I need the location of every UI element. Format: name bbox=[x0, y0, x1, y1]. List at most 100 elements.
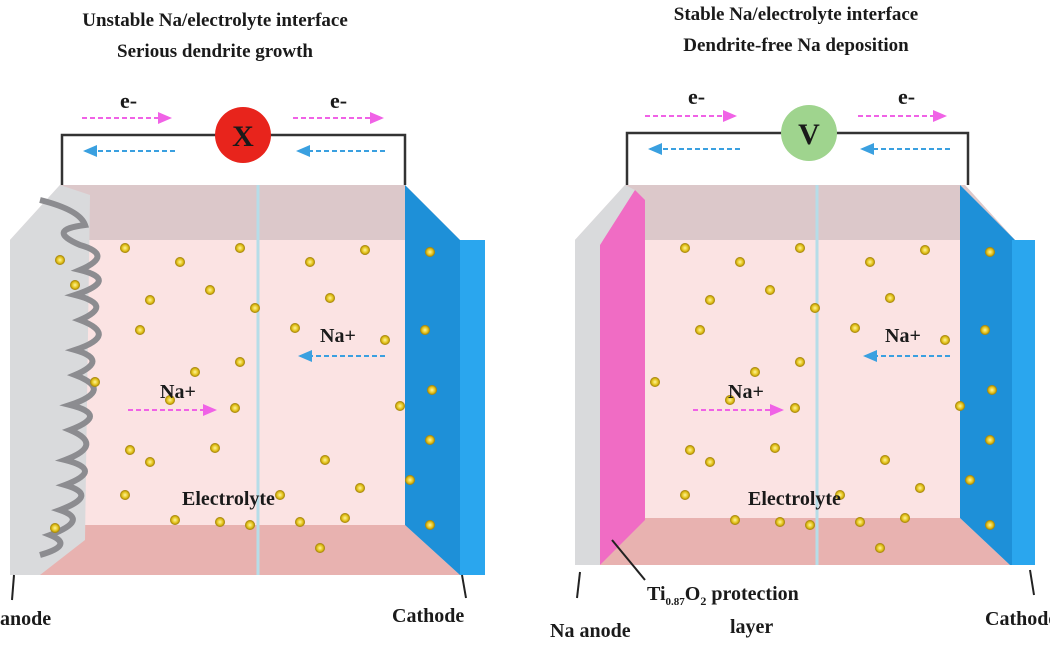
na-ion-dot bbox=[790, 403, 800, 413]
ion-label-left: Na+ bbox=[160, 381, 196, 403]
na-ions bbox=[50, 243, 437, 553]
na-ion-dot bbox=[850, 323, 860, 333]
na-ion-dot bbox=[355, 483, 365, 493]
na-ion-dot bbox=[880, 455, 890, 465]
anode-label: Na anode bbox=[550, 620, 631, 642]
na-ion-dot bbox=[985, 520, 995, 530]
na-ion-dot bbox=[305, 257, 315, 267]
na-ion-dot bbox=[190, 367, 200, 377]
na-ion-dot bbox=[705, 457, 715, 467]
na-ion-dot bbox=[765, 285, 775, 295]
na-ion-dot bbox=[125, 445, 135, 455]
ion-label-right: Na+ bbox=[320, 325, 356, 347]
na-ion-dot bbox=[940, 335, 950, 345]
na-ion-dot bbox=[145, 457, 155, 467]
na-ion-dot bbox=[795, 243, 805, 253]
na-ion-dot bbox=[90, 377, 100, 387]
na-ion-dot bbox=[55, 255, 65, 265]
na-ion-dot bbox=[120, 243, 130, 253]
electron-label-left: e- bbox=[688, 84, 705, 109]
na-ion-dot bbox=[725, 395, 735, 405]
na-ion-dot bbox=[865, 257, 875, 267]
na-ion-dot bbox=[175, 257, 185, 267]
na-anode bbox=[575, 185, 635, 565]
na-ion-dot bbox=[980, 325, 990, 335]
na-ion-dot bbox=[650, 377, 660, 387]
na-ion-dot bbox=[770, 443, 780, 453]
na-ion-dot bbox=[705, 295, 715, 305]
na-ion-dot bbox=[135, 325, 145, 335]
cathode-label: Cathode bbox=[392, 605, 464, 627]
meter-symbol: V bbox=[798, 118, 820, 151]
na-ion-dot bbox=[965, 475, 975, 485]
na-ion-dot bbox=[425, 520, 435, 530]
na-ion-dot bbox=[985, 435, 995, 445]
na-ion-dot bbox=[320, 455, 330, 465]
na-ion-dot bbox=[875, 543, 885, 553]
na-ions bbox=[650, 243, 997, 553]
cathode-label: Cathode bbox=[985, 608, 1050, 630]
protection-label-line1: Ti0.87O2 protection bbox=[647, 583, 799, 608]
na-ion-dot bbox=[805, 520, 815, 530]
na-ion-dot bbox=[425, 435, 435, 445]
na-ion-dot bbox=[145, 295, 155, 305]
na-ion-dot bbox=[795, 357, 805, 367]
cell-top-face bbox=[10, 185, 460, 240]
anode-leader bbox=[11, 574, 15, 601]
electrolyte-region bbox=[575, 240, 1025, 565]
cathode-side bbox=[460, 240, 485, 575]
na-ion-dot bbox=[735, 257, 745, 267]
na-ion-dot bbox=[290, 323, 300, 333]
na-ion-dot bbox=[427, 385, 437, 395]
ion-label-right: Na+ bbox=[885, 325, 921, 347]
na-ion-dot bbox=[810, 303, 820, 313]
na-ion-dot bbox=[985, 247, 995, 257]
electron-label-right: e- bbox=[898, 84, 915, 109]
na-ion-dot bbox=[235, 357, 245, 367]
ion-label-left: Na+ bbox=[728, 381, 764, 403]
left-title-line2: Serious dendrite growth bbox=[117, 41, 313, 62]
na-ion-dot bbox=[885, 293, 895, 303]
na-ion-dot bbox=[170, 515, 180, 525]
cathode-leader bbox=[1029, 569, 1035, 596]
electron-label-left: e- bbox=[120, 88, 137, 113]
na-ion-dot bbox=[210, 443, 220, 453]
protection-layer bbox=[600, 190, 645, 565]
na-ion-dot bbox=[340, 513, 350, 523]
dendrites bbox=[39, 197, 102, 558]
protection-leader bbox=[611, 539, 646, 581]
cathode-leader bbox=[461, 574, 467, 599]
na-ion-dot bbox=[750, 367, 760, 377]
na-ion-dot bbox=[360, 245, 370, 255]
electrolyte-label: Electrolyte bbox=[182, 488, 275, 510]
anode-label: anode bbox=[0, 608, 51, 630]
na-ion-dot bbox=[315, 543, 325, 553]
anode-leader bbox=[576, 571, 581, 599]
right-title-line2: Dendrite-free Na deposition bbox=[683, 35, 909, 56]
meter-symbol: X bbox=[232, 120, 254, 153]
na-ion-dot bbox=[775, 517, 785, 527]
na-ion-dot bbox=[50, 523, 60, 533]
na-ion-dot bbox=[245, 520, 255, 530]
na-ion-dot bbox=[250, 303, 260, 313]
meter-ok-icon bbox=[781, 105, 837, 161]
na-ion-dot bbox=[680, 243, 690, 253]
na-ion-dot bbox=[235, 243, 245, 253]
cathode-side bbox=[1012, 240, 1035, 565]
na-anode bbox=[10, 185, 90, 575]
right-cell: Stable Na/electrolyte interface Dendrite… bbox=[550, 4, 1050, 642]
na-ion-dot bbox=[405, 475, 415, 485]
na-ion-dot bbox=[685, 445, 695, 455]
na-ion-dot bbox=[70, 280, 80, 290]
meter-fail-icon bbox=[215, 107, 271, 163]
na-ion-dot bbox=[835, 490, 845, 500]
cell-bottom-face bbox=[10, 525, 460, 575]
na-ion-dot bbox=[205, 285, 215, 295]
na-ion-dot bbox=[425, 247, 435, 257]
na-ion-dot bbox=[275, 490, 285, 500]
left-cell: Unstable Na/electrolyte interface Seriou… bbox=[0, 10, 485, 630]
na-ion-dot bbox=[395, 401, 405, 411]
na-ion-dot bbox=[730, 515, 740, 525]
na-ion-dot bbox=[215, 517, 225, 527]
